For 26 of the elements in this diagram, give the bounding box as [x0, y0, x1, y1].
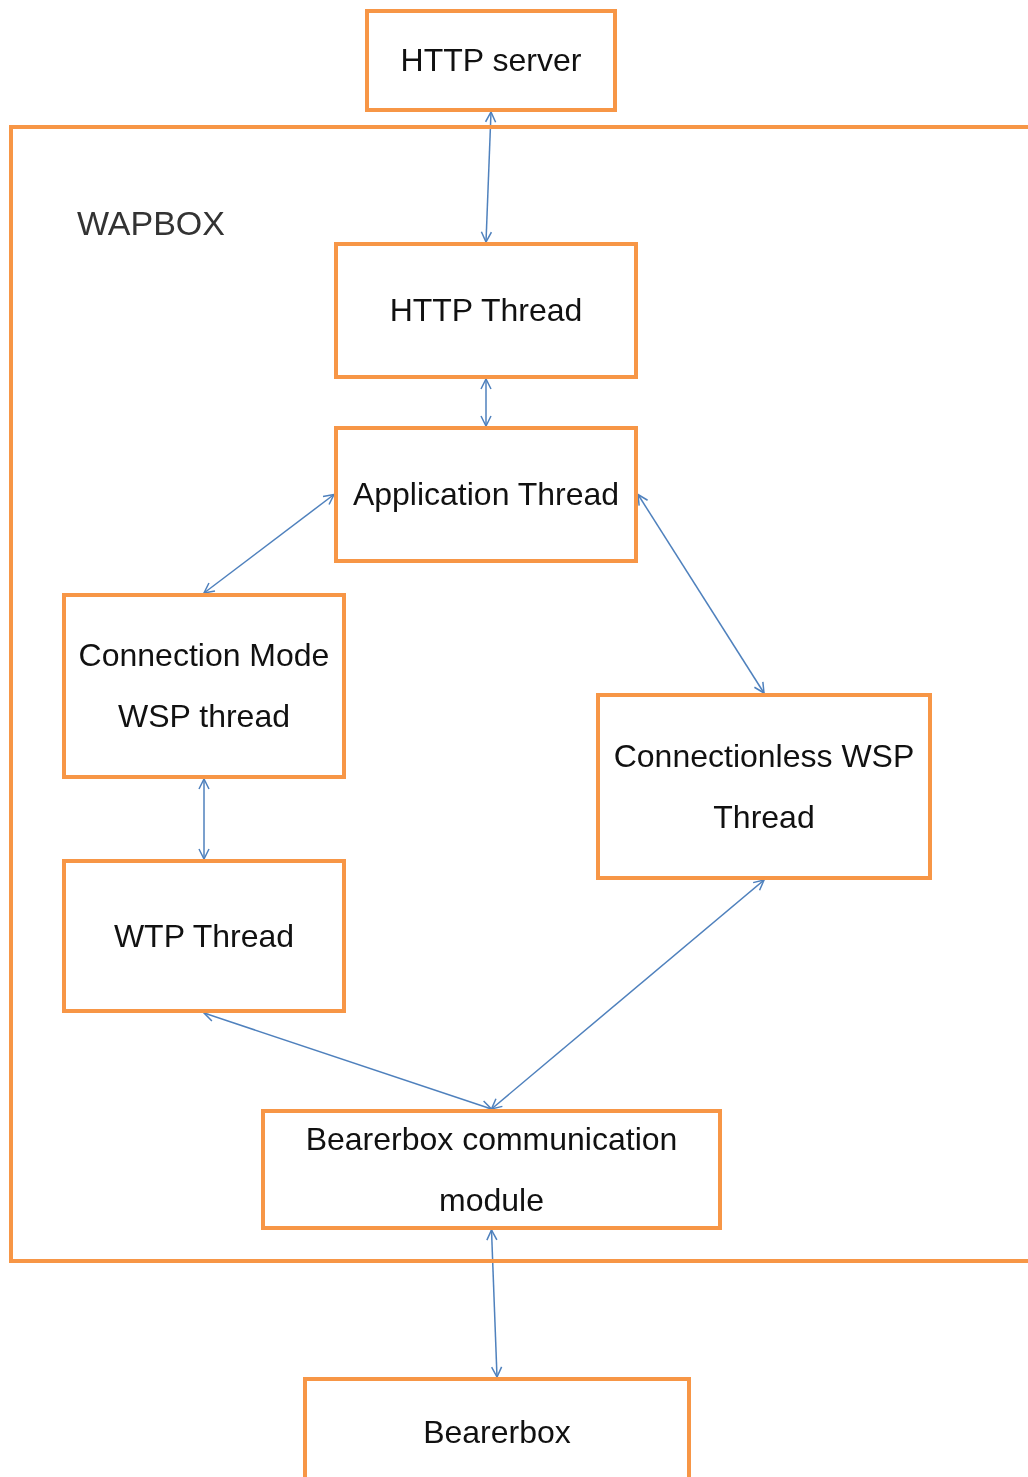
process-box: [365, 9, 617, 112]
group-box: [9, 125, 1028, 1263]
box-label: Connectionless WSP Thread: [612, 736, 916, 837]
process-box: [334, 426, 638, 563]
process-box: [62, 859, 346, 1013]
process-box: [62, 593, 346, 779]
box-label: HTTP server: [399, 41, 583, 81]
box-label: Bearerbox communication module: [304, 1119, 679, 1220]
box-label: Application Thread: [351, 475, 621, 515]
arrow: [203, 493, 335, 594]
box-label: Connection Mode WSP thread: [77, 636, 331, 736]
process-box: [596, 693, 932, 880]
arrow: [480, 378, 492, 427]
box-label: WTP Thread: [112, 916, 296, 956]
arrow: [490, 879, 765, 1110]
group-title: WAPBOX: [77, 203, 225, 244]
box-label: HTTP Thread: [388, 291, 584, 331]
arrow: [198, 778, 210, 860]
box-label: Bearerbox: [422, 1412, 572, 1452]
process-box: [334, 242, 638, 379]
process-box: [303, 1377, 691, 1477]
arrow: [203, 1010, 493, 1112]
arrow: [486, 1229, 503, 1378]
arrow: [480, 111, 497, 243]
arrow: [637, 493, 765, 694]
process-box: [261, 1109, 722, 1230]
